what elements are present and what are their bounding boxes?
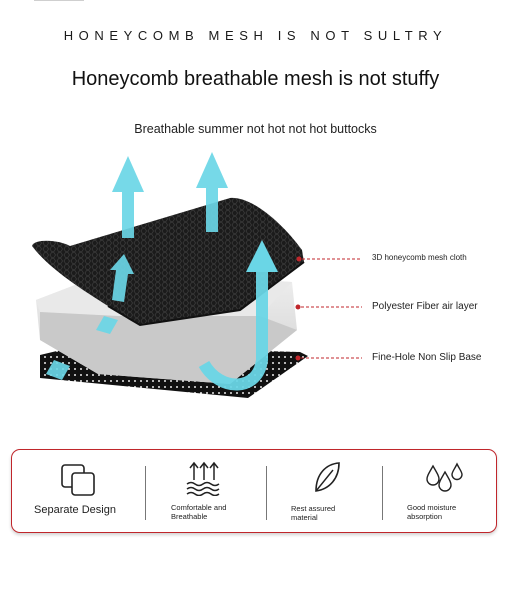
airflow-arrow-curved [198,270,268,391]
feature-label: Separate Design [34,504,116,516]
feature-panel: Separate Design Comfortable and Breathab… [11,449,497,533]
airflow-arrows-icon [186,461,220,496]
leaf-icon [315,462,340,492]
two-squares-icon [61,464,95,496]
callout-mesh-cloth: 3D honeycomb mesh cloth [372,253,467,262]
callout-lines [295,256,362,361]
feature-separate-design: Separate Design [12,450,144,534]
airflow-arrow-left [112,156,144,238]
page-subtitle: Breathable summer not hot not hot buttoc… [134,122,377,136]
feature-divider [382,466,383,520]
feature-label: Rest assured material [291,504,336,522]
top-divider [34,0,84,1]
page-title: Honeycomb breathable mesh is not stuffy [71,68,440,90]
feature-divider [266,466,267,520]
water-drops-icon [426,462,463,492]
layer-illustration [32,152,362,398]
feature-breathable: Comfortable and Breathable [146,450,266,534]
caps-heading: HONEYCOMB MESH IS NOT SULTRY [63,28,448,43]
honeycomb-mesh-layer [32,197,305,327]
airflow-arrow-small [110,254,134,302]
feature-divider [145,466,146,520]
callout-non-slip-base: Fine-Hole Non Slip Base [372,352,482,363]
airflow-arrow-curved-head [246,240,278,272]
airflow-strip-base [46,360,70,380]
airflow-strip-lower [96,316,118,334]
callout-air-layer: Polyester Fiber air layer [372,301,478,312]
airflow-arrows [46,152,228,380]
feature-moisture-absorption: Good moisture absorption [383,450,496,534]
feature-label: Comfortable and Breathable [171,503,227,521]
feature-label: Good moisture absorption [407,503,457,521]
feature-rest-assured: Rest assured material [267,450,384,534]
airflow-arrow-center [196,152,228,232]
